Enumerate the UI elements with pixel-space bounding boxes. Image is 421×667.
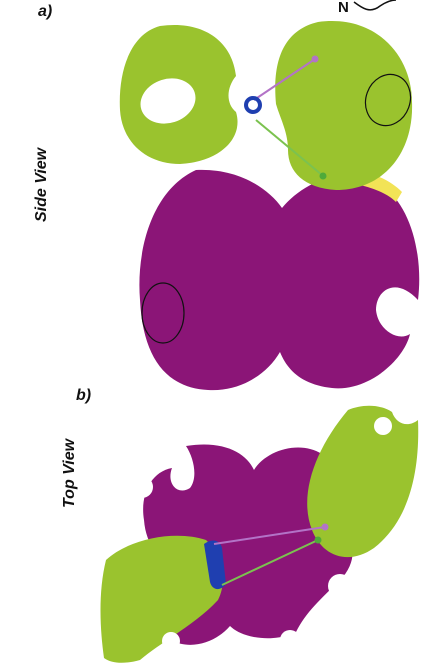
panel-b-label: b) — [76, 387, 91, 404]
green-notch-bottom-left — [162, 632, 180, 650]
panel-a-side-view: a) N Side View — [33, 0, 419, 390]
purple-notch-left — [131, 476, 153, 498]
panel-a-label: a) — [38, 3, 52, 20]
green-lobe-bottom-left — [101, 536, 223, 663]
panel-b-top-view: b) Top View — [61, 387, 418, 663]
purple-notch-bottom-right — [328, 574, 352, 598]
pink-linker-end-top — [322, 524, 329, 531]
purple-subunit-side — [139, 170, 419, 390]
green-linker-end-top — [315, 537, 322, 544]
blue-ring-marker — [246, 98, 260, 112]
side-view-label: Side View — [33, 146, 50, 222]
purple-notch-bottom — [280, 630, 300, 650]
green-lobe-right-side — [275, 21, 412, 190]
green-linker-end-side — [320, 173, 327, 180]
green-notch-top-right — [374, 417, 392, 435]
pink-linker-end-side — [312, 56, 319, 63]
top-view-label: Top View — [61, 437, 78, 508]
corner-glyph: N — [338, 0, 349, 16]
green-lobe-top-right — [307, 406, 418, 557]
corner-line-shape — [354, 0, 396, 10]
